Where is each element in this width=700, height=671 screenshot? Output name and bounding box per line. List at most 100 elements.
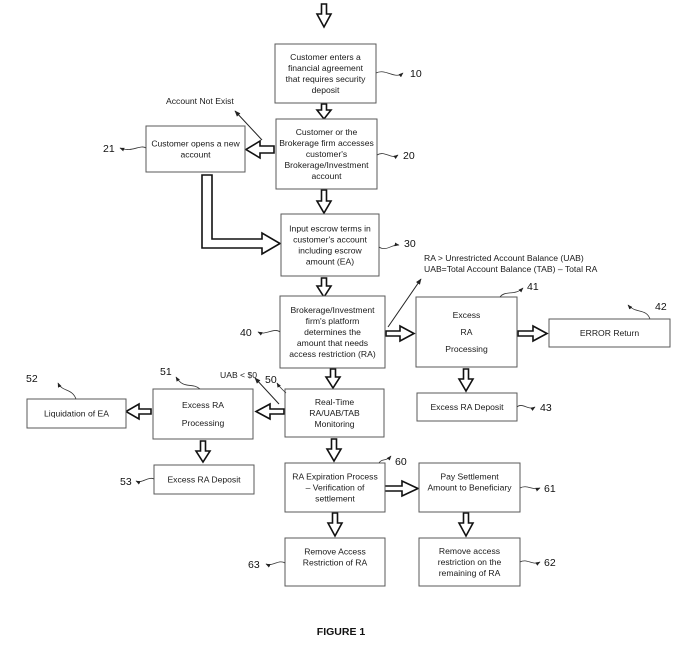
figure-caption: FIGURE 1 [317,626,366,638]
b30-line: customer's account [293,235,367,245]
b10-line: financial agreement [288,63,364,73]
arrow-top-entry [317,4,331,27]
leader-10 [376,72,403,76]
b63-line: Remove Access [304,547,366,557]
b30-line: Input escrow terms in [289,224,371,234]
b51-line: Excess RA [182,400,224,410]
ref-42: 42 [655,301,667,313]
leader-42 [628,305,650,319]
box-51-excess-ra-processing [153,389,253,439]
b62-line: Remove access [439,546,500,556]
ref-60: 60 [395,456,407,468]
b63-line: Restriction of RA [303,558,368,568]
b30-line: amount (EA) [306,257,354,267]
leader-61 [520,487,540,489]
box-52-text: Liquidation of EA [44,409,109,419]
ref-21: 21 [103,143,115,155]
arrow-51-to-52 [126,404,151,419]
arrow-61-to-62 [459,513,473,536]
ref-43: 43 [540,402,552,414]
b62-line: remaining of RA [439,568,501,578]
ref-61: 61 [544,483,556,495]
arrow-50-to-51 [256,404,284,419]
leader-63 [266,562,285,565]
b40-line: access restriction (RA) [289,349,376,359]
box-53-text: Excess RA Deposit [167,475,241,485]
leader-43 [517,405,535,408]
ref-63: 63 [248,559,260,571]
ref-30: 30 [404,238,416,250]
label-ra-gt-uab: RA > Unrestricted Account Balance (UAB) [424,253,584,263]
arrow-30-to-40 [317,278,331,297]
arrow-60-to-61 [384,481,418,496]
b50-line: Monitoring [314,419,354,429]
leader-53 [136,478,154,481]
b60-line: – Verification of [306,483,365,493]
arrow-50-to-60 [327,439,341,461]
b10-line: deposit [312,85,340,95]
leader-41 [500,288,523,297]
boxes: Customer enters afinancial agreementthat… [27,44,670,586]
b40-line: determines the [304,327,361,337]
box-62-text: Remove accessrestriction on theremaining… [438,546,502,578]
box-63-text: Remove AccessRestriction of RA [303,547,368,568]
leader-52 [58,383,76,399]
label-uab-lt-zero: UAB < $0 [220,370,257,380]
arrow-51-to-53 [196,441,210,462]
b50-line: RA/UAB/TAB [309,408,360,418]
b41-line: Excess [453,310,481,320]
b20-line: account [311,171,342,181]
b53-line: Excess RA Deposit [167,475,241,485]
b41-line: RA [461,327,473,337]
b41-line: Processing [445,344,488,354]
b50-line: Real-Time [315,397,355,407]
b20-line: Brokerage/Investment [284,160,369,170]
box-50-text: Real-TimeRA/UAB/TABMonitoring [309,397,360,429]
b43-line: Excess RA Deposit [430,402,504,412]
b42-line: ERROR Return [580,328,639,338]
b51-line: Processing [182,418,225,428]
ref-20: 20 [403,150,415,162]
b60-line: settlement [315,494,355,504]
arrow-41-to-42 [518,326,547,341]
leader-30 [379,245,399,249]
ref-62: 62 [544,557,556,569]
ref-50: 50 [265,374,277,386]
label-account-not-exist: Account Not Exist [166,96,234,106]
b20-line: customer's [306,149,347,159]
b40-line: firm's platform [306,316,360,326]
leader-62 [520,561,540,563]
arrow-41-to-43 [459,369,473,391]
ref-40: 40 [240,327,252,339]
arrow-20-to-30 [317,190,331,213]
leader-50 [277,383,286,393]
label-uab-equation: UAB=Total Account Balance (TAB) – Total … [424,264,598,274]
leader-60 [379,456,391,463]
ref-41: 41 [527,281,539,293]
leader-20 [377,154,398,157]
b52-line: Liquidation of EA [44,409,109,419]
arrow-20-to-21 [246,141,274,158]
arrow-60-to-63 [328,513,342,536]
leader-51 [176,377,200,389]
arrow-40-to-50 [326,369,340,388]
b40-line: Brokerage/Investment [290,305,375,315]
arrow-10-to-20 [317,104,331,119]
b21-line: account [180,150,211,160]
box-42-text: ERROR Return [580,328,639,338]
b60-line: RA Expiration Process [292,472,378,482]
leader-40 [258,330,280,333]
ref-53: 53 [120,476,132,488]
arrow-40-to-41 [386,326,414,341]
b62-line: restriction on the [438,557,502,567]
b30-line: including escrow [298,246,362,256]
arrow-21-to-30 [202,175,280,254]
b40-line: amount that needs [297,338,368,348]
b20-line: Customer or the [296,127,358,137]
box-43-text: Excess RA Deposit [430,402,504,412]
leader-21 [120,147,146,150]
ref-10: 10 [410,68,422,80]
ref-52: 52 [26,373,38,385]
b21-line: Customer opens a new [151,139,240,149]
